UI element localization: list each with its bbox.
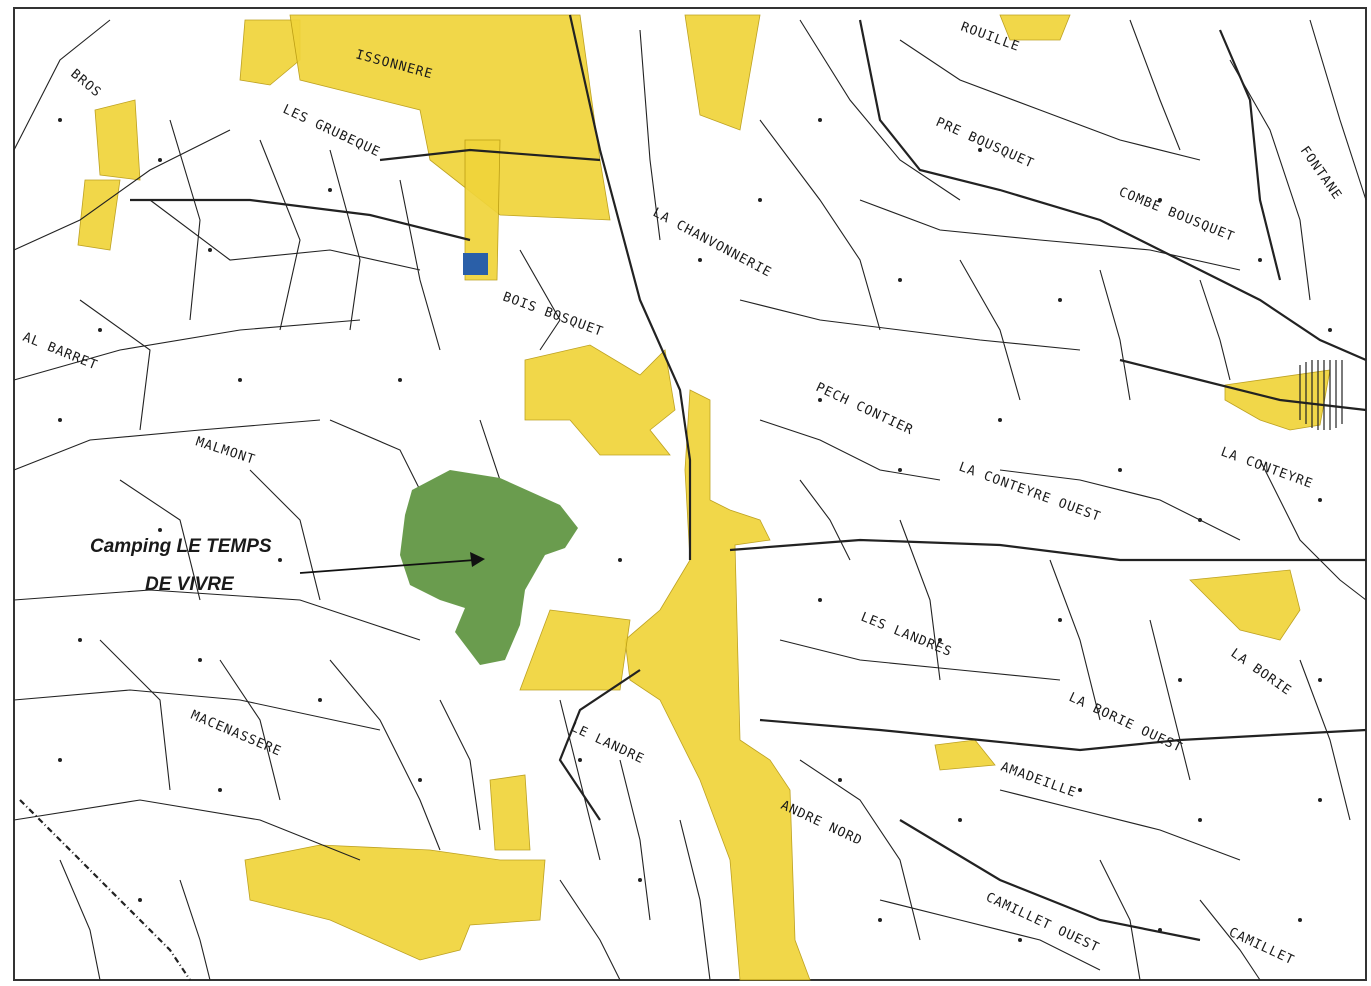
camping-label-line2: DE VIVRE — [145, 574, 235, 595]
roads — [130, 14, 1367, 942]
hatched-zone — [1299, 360, 1343, 430]
camping-label-line1: Camping LE TEMPS — [90, 536, 272, 557]
blue-parcel-marker — [463, 253, 488, 275]
camping-zone — [400, 470, 578, 665]
parcel-boundaries — [13, 19, 1367, 981]
built-up-zones — [77, 14, 1331, 981]
callout-arrow — [299, 552, 485, 574]
